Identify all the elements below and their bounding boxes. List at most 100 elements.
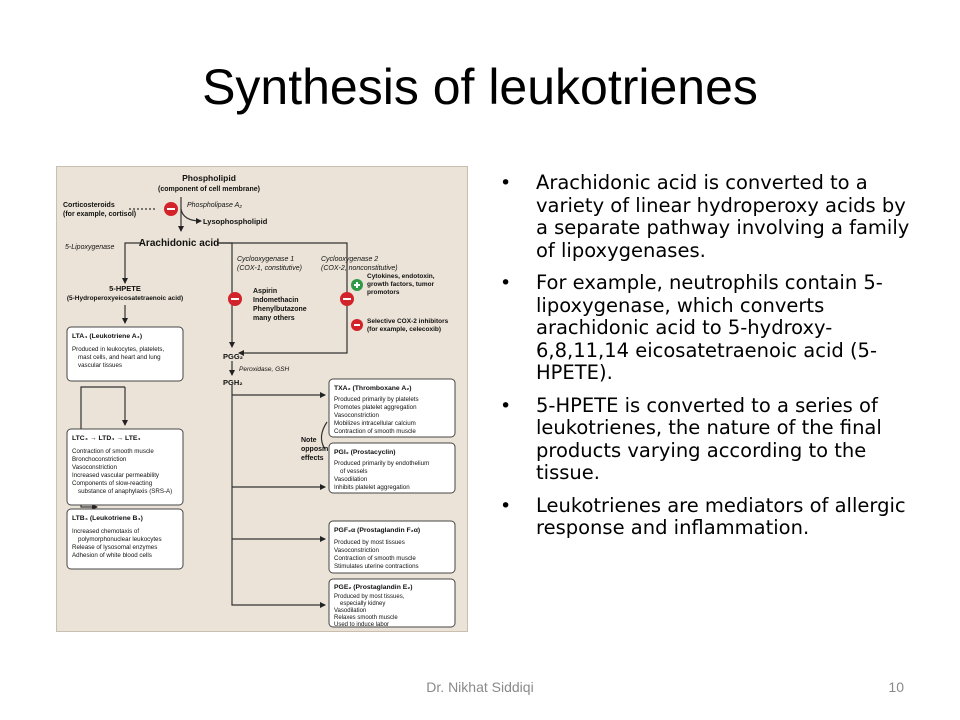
lysophospholipid-label: Lysophospholipid — [203, 217, 268, 226]
box-item: Increased chemotaxis of — [72, 528, 139, 535]
box-item: Promotes platelet aggregation — [334, 404, 417, 411]
bullet-item: • Leukotrienes are mediators of allergic … — [498, 493, 918, 540]
box-item: Relaxes smooth muscle — [334, 615, 398, 621]
inhibit-icon — [340, 292, 354, 306]
box-item: Components of slow-reacting — [72, 480, 153, 487]
phospholipid-sub-label: (component of cell membrane) — [158, 186, 260, 193]
cytokines-line: promotors — [367, 289, 400, 296]
box-item: Produced by most tissues — [334, 539, 405, 546]
inhibit-icon — [228, 292, 242, 306]
cox2-sub-label: (COX-2, nonconstitutive) — [321, 265, 398, 272]
phospholipase-label: Phospholipase A₂ — [187, 202, 242, 209]
box-item: of vessels — [340, 468, 368, 475]
box-item: Vasoconstriction — [72, 464, 117, 471]
box-item: Increased vascular permeability — [72, 472, 160, 479]
box-item: Contraction of smooth muscle — [334, 428, 416, 435]
inhibit-icon — [164, 202, 178, 216]
leukotriene-pathway-diagram: Phospholipid (component of cell membrane… — [56, 166, 468, 632]
cox1-sub-label: (COX-1, constitutive) — [237, 265, 302, 272]
box-item: Vasodilation — [334, 608, 366, 614]
bullet-symbol: • — [500, 494, 512, 517]
ltc4-box: LTC₄ → LTD₄ → LTE₄ Contraction of smooth… — [66, 428, 184, 506]
pge2-box: PGE₂ (Prostaglandin E₂) Produced by most… — [328, 578, 456, 628]
box-item: Vasoconstriction — [334, 412, 379, 419]
box-item: Bronchoconstriction — [72, 456, 127, 463]
hpete-label: 5-HPETE — [109, 284, 141, 293]
bullet-text: Arachidonic acid is converted to a varie… — [536, 171, 910, 262]
peroxidase-label: Peroxidase, GSH — [239, 366, 290, 373]
box-item: Used to induce labor — [334, 622, 389, 628]
bullet-symbol: • — [500, 394, 512, 417]
box-item: vascular tissues — [78, 362, 122, 369]
cytokines-line: Cytokines, endotoxin, — [367, 273, 435, 280]
note-line: opposing — [301, 446, 333, 453]
box-item: substance of anaphylaxis (SRS-A) — [78, 488, 172, 495]
nsaid-list: Aspirin Indomethacin Phenylbutazone many… — [253, 288, 307, 322]
arachidonic-acid-label: Arachidonic acid — [139, 238, 220, 249]
pgg2-label: PGG₂ — [223, 352, 243, 361]
opposing-effects-note: Note opposing effects — [301, 437, 333, 462]
footer-author: Dr. Nikhat Siddiqi — [426, 679, 534, 695]
nsaid-item: Aspirin — [253, 288, 277, 295]
cytokines-list: Cytokines, endotoxin, growth factors, tu… — [367, 273, 435, 296]
box-title: PGF₂α (Prostaglandin F₂α) — [334, 527, 420, 534]
hpete-sub-label: (5-Hydroperoxyeicosatetraenoic acid) — [67, 295, 183, 302]
lta4-box: LTA₄ (Leukotriene A₄) Produced in leukoc… — [66, 326, 184, 382]
bullet-item: • For example, neutrophils contain 5-lipo… — [498, 271, 918, 385]
bullet-item: • 5-HPETE is converted to a series of leu… — [498, 393, 918, 485]
pgf2a-box: PGF₂α (Prostaglandin F₂α) Produced by mo… — [328, 520, 456, 574]
bullet-list: • Arachidonic acid is converted to a vari… — [498, 171, 918, 550]
nsaid-item: many others — [253, 315, 295, 322]
corticosteroids-label: Corticosteroids — [63, 202, 115, 209]
cox1-label: Cyclooxygenase 1 — [237, 256, 294, 263]
box-item: mast cells, and heart and lung — [78, 354, 161, 361]
cox2-inhibitors: Selective COX-2 inhibitors (for example,… — [367, 318, 449, 333]
box-item: Produced by most tissues, — [334, 594, 405, 600]
box-title: TXA₂ (Thromboxane A₂) — [334, 385, 412, 392]
bullet-text: For example, neutrophils contain 5-lipox… — [536, 271, 883, 384]
txa2-box: TXA₂ (Thromboxane A₂) Produced primarily… — [328, 378, 456, 438]
cox2-label: Cyclooxygenase 2 — [321, 256, 378, 263]
bullet-symbol: • — [500, 272, 512, 294]
box-item: polymorphonuclear leukocytes — [78, 536, 162, 543]
slide-title: Synthesis of leukotrienes — [202, 59, 758, 115]
box-item: Contraction of smooth muscle — [72, 448, 154, 455]
cox2-inhibitor-line: (for example, celecoxib) — [367, 326, 441, 333]
box-title: PGE₂ (Prostaglandin E₂) — [334, 584, 413, 591]
box-item: Vasodilation — [334, 476, 368, 483]
stimulate-icon — [351, 279, 363, 291]
box-item: Stimulates uterine contractions — [334, 563, 419, 570]
box-item: Produced primarily by platelets — [334, 396, 419, 403]
box-item: Vasoconstriction — [334, 547, 379, 554]
box-item: Release of lysosomal enzymes — [72, 544, 157, 551]
corticosteroids-sub-label: (for example, cortisol) — [63, 211, 136, 218]
box-item: Inhibits platelet aggregation — [334, 484, 410, 491]
note-line: effects — [301, 455, 324, 462]
lipoxygenase-label: 5-Lipoxygenase — [65, 244, 115, 251]
box-item: Adhesion of white blood cells — [72, 552, 152, 559]
ltb4-box: LTB₄ (Leukotriene B₄) Increased chemotax… — [66, 508, 184, 570]
inhibit-icon — [351, 319, 363, 331]
bullet-text: 5-HPETE is converted to a series of leuk… — [536, 393, 882, 484]
nsaid-item: Phenylbutazone — [253, 306, 307, 313]
box-title: LTC₄ → LTD₄ → LTE₄ — [72, 435, 141, 442]
cytokines-line: growth factors, tumor — [367, 281, 435, 288]
box-title: LTA₄ (Leukotriene A₄) — [72, 333, 142, 340]
box-item: especially kidney — [340, 601, 385, 607]
box-title: LTB₄ (Leukotriene B₄) — [72, 515, 143, 522]
box-item: Contraction of smooth muscle — [334, 555, 416, 562]
box-item: Mobilizes intracellular calcium — [334, 420, 416, 427]
slide-number: 10 — [888, 679, 904, 695]
note-line: Note — [301, 437, 317, 444]
bullet-text: Leukotrienes are mediators of allergic r… — [536, 493, 906, 539]
box-item: Produced in leukocytes, platelets, — [72, 346, 164, 353]
bullet-symbol: • — [500, 172, 512, 194]
box-title: PGI₂ (Prostacyclin) — [334, 449, 396, 456]
cox2-inhibitor-line: Selective COX-2 inhibitors — [367, 318, 449, 325]
bullet-item: • Arachidonic acid is converted to a vari… — [498, 171, 918, 262]
pgi2-box: PGI₂ (Prostacyclin) Produced primarily b… — [328, 442, 456, 494]
box-item: Produced primarily by endothelium — [334, 460, 429, 467]
phospholipid-label: Phospholipid — [182, 173, 236, 183]
nsaid-item: Indomethacin — [253, 297, 299, 304]
pgh2-label: PGH₂ — [223, 378, 243, 387]
